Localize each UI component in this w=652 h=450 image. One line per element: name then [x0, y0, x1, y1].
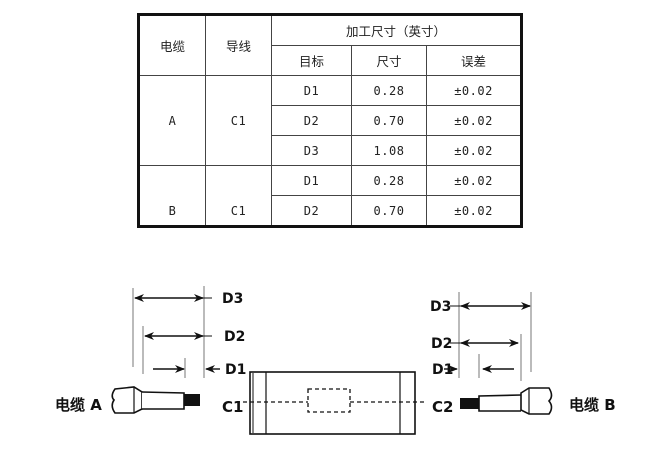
header-tolerance: 误差 [425, 45, 523, 76]
cell-tolerance: ±0.02 [425, 195, 523, 227]
cell-wire: C1 [205, 165, 272, 227]
cell-size: 0.70 [351, 195, 427, 227]
cell-tolerance: ±0.02 [425, 135, 523, 166]
wire-c1-label: C1 [222, 398, 243, 416]
table-row: B C1 D1 0.28 ±0.02 [138, 165, 523, 227]
header-machining-dimension: 加工尺寸（英寸） [270, 14, 523, 46]
cell-cable: B [138, 165, 206, 227]
cell-target: D1 [271, 165, 352, 196]
cable-a-label: 电缆 A [55, 396, 102, 414]
header-size: 尺寸 [351, 45, 427, 76]
header-cable: 电缆 [138, 14, 206, 76]
label-d1: D1 [225, 362, 246, 378]
cable-strip-diagram: D3 D2 D1 电缆 A C1 D3 D2 D1 [55, 286, 616, 435]
cell-wire: C1 [205, 75, 272, 166]
cell-size: 0.70 [351, 105, 427, 136]
cell-tolerance: ±0.02 [425, 75, 523, 106]
table-row: D3 1.08 ±0.02 [139, 135, 523, 166]
cable-a-dimensions: D3 D2 D1 [132, 286, 246, 378]
cell-size: 0.28 [351, 75, 427, 106]
cell-size: 1.08 [351, 135, 427, 166]
cable-a-drawing [111, 386, 200, 414]
machining-spec-table: 电缆 导线 加工尺寸（英寸） 目标 尺寸 误差 A C1 D1 0.28 ±0.… [137, 13, 524, 228]
label-d1: D1 [432, 362, 453, 378]
cable-b-label: 电缆 B [569, 396, 616, 414]
cable-b-drawing [460, 387, 553, 415]
cell-tolerance: ±0.02 [425, 165, 523, 196]
cell-target: D1 [271, 75, 352, 106]
connector-body [236, 371, 425, 435]
header-wire: 导线 [205, 14, 272, 76]
cell-tolerance: ±0.02 [425, 105, 523, 136]
table-row: A C1 D1 0.28 ±0.02 [138, 75, 523, 166]
cell-size: 0.28 [351, 165, 427, 196]
cable-b-dimensions: D3 D2 D1 [430, 292, 532, 381]
table-row: D2 0.70 ±0.02 [139, 195, 523, 227]
cell-target: D3 [271, 135, 352, 166]
label-d3: D3 [222, 291, 243, 307]
label-d2: D2 [431, 336, 452, 352]
cell-cable: A [138, 75, 206, 166]
cell-target: D2 [271, 195, 352, 227]
label-d3: D3 [430, 299, 451, 315]
label-d2: D2 [224, 329, 245, 345]
table-row: D2 0.70 ±0.02 [139, 105, 523, 136]
wire-c2-label: C2 [432, 398, 453, 416]
header-target: 目标 [271, 45, 352, 76]
cell-target: D2 [271, 105, 352, 136]
